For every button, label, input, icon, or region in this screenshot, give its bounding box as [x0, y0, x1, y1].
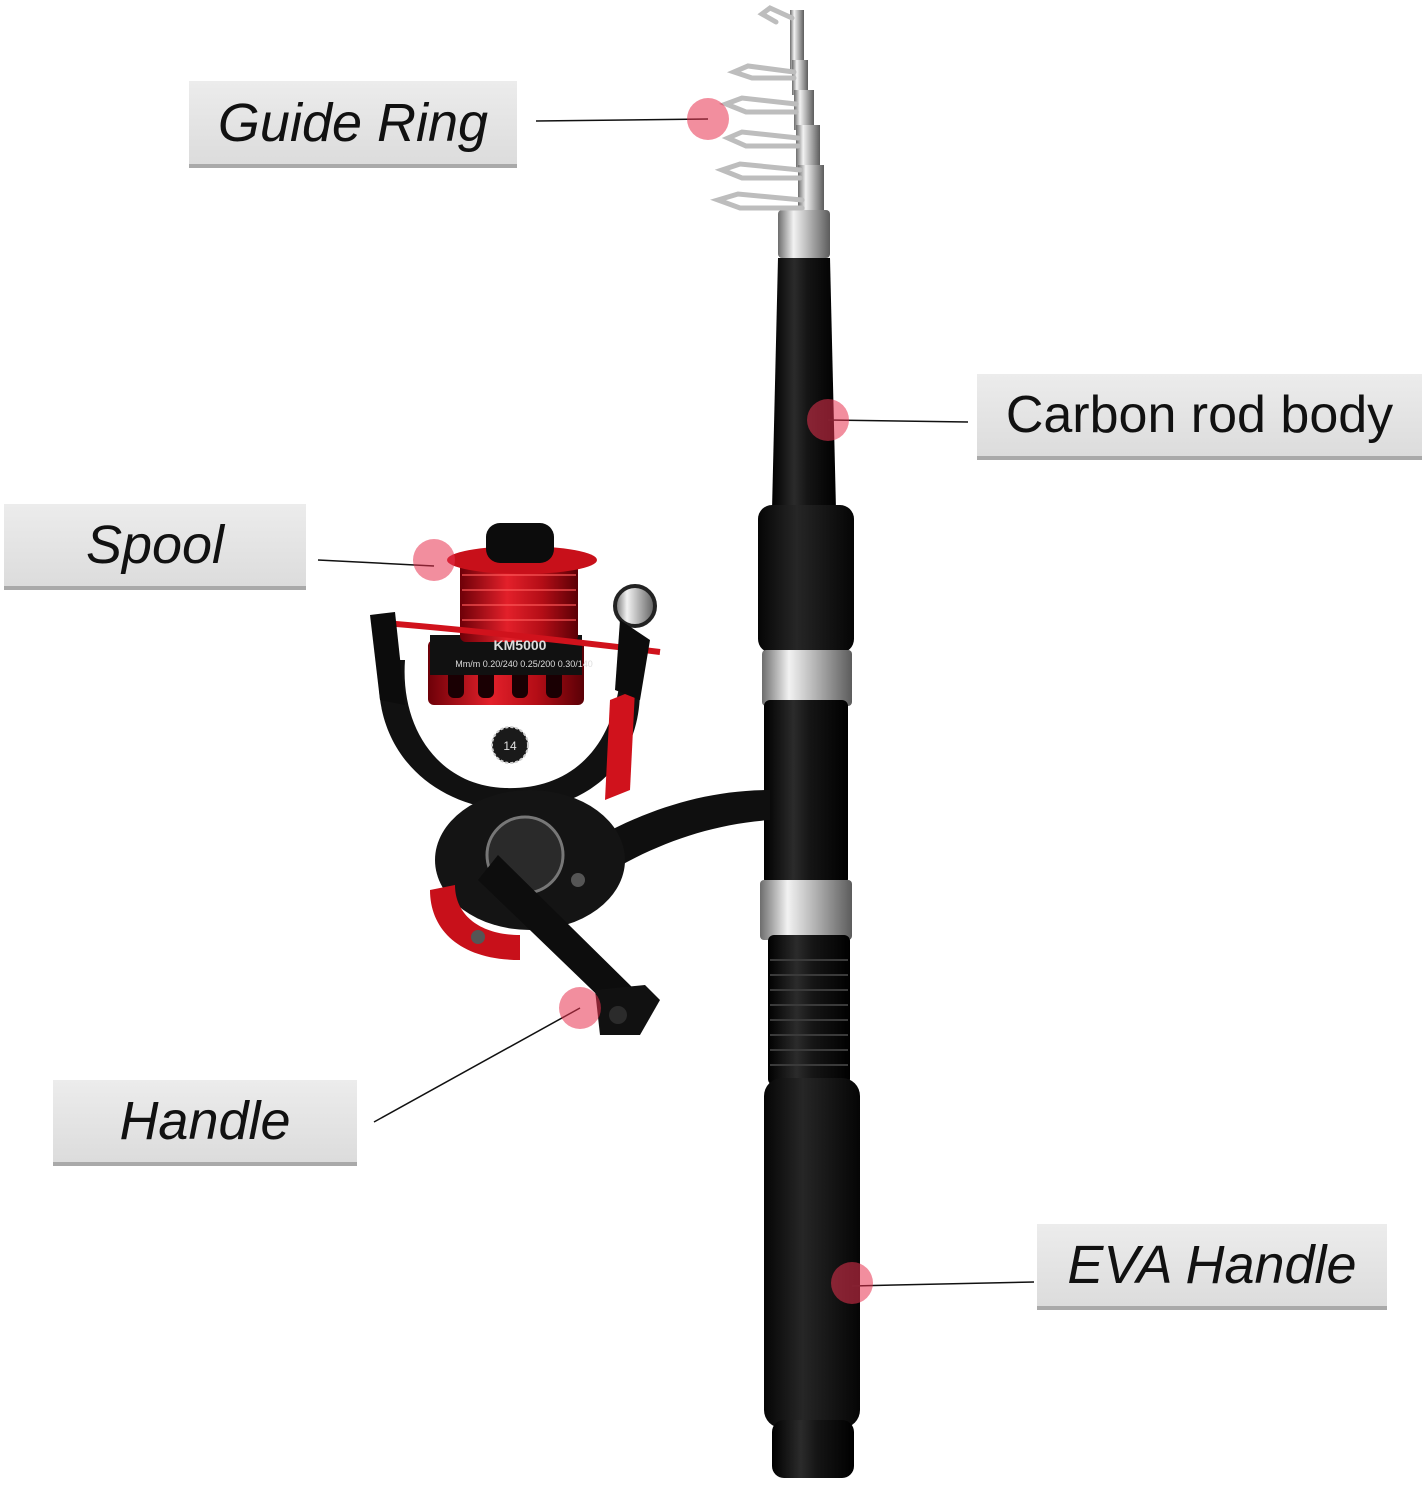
rod-tip-section: [790, 10, 804, 70]
leader-line-guide-ring: [535, 118, 709, 122]
screw: [471, 930, 485, 944]
marker-carbon-rod-body: [807, 399, 849, 441]
carbon-rod-body: [772, 258, 836, 510]
guide-ring: [710, 191, 805, 211]
label-eva-handle: EVA Handle: [1037, 1224, 1387, 1310]
line-roller: [613, 584, 657, 628]
marker-handle: [559, 987, 601, 1029]
chrome-band: [762, 650, 852, 706]
label-spool-text: Spool: [85, 515, 225, 575]
label-spool: Spool: [4, 504, 306, 590]
guide-rings: [710, 5, 805, 211]
rod-tip-section: [794, 90, 814, 130]
screw: [571, 873, 585, 887]
rod-tip-section: [778, 210, 830, 258]
bail-arm-right: [615, 620, 650, 700]
rod-tip-section: [792, 60, 808, 95]
crank-knob: [595, 985, 660, 1035]
drag-knob: [486, 523, 554, 563]
leader-line-eva-handle: [851, 1281, 1035, 1287]
label-guide-ring-text: Guide Ring: [217, 92, 489, 153]
upper-foam-grip: [758, 505, 854, 653]
reel-rotor: [378, 660, 640, 811]
spool-skirt-slots: [448, 670, 562, 698]
markers: [413, 98, 873, 1304]
spool-line-area: [460, 560, 578, 642]
crank-arm: [478, 855, 640, 1015]
guide-ring: [757, 5, 795, 25]
leader-line-handle: [373, 1007, 581, 1123]
spinning-reel: KM5000 Mm/m 0.20/240 0.25/200 0.30/140 1…: [370, 523, 770, 1035]
gear-housing-red-trim: [430, 885, 520, 960]
gear-badge: [491, 726, 529, 764]
crank-knob-cap: [609, 1006, 627, 1024]
reel-model-text: KM5000: [494, 637, 547, 653]
leader-line-carbon-rod-body: [827, 419, 969, 423]
bail-arm-left: [370, 612, 405, 705]
reel-body-accent: [605, 690, 635, 800]
gear-badge-text: 14: [503, 739, 517, 753]
butt-cap: [772, 1420, 854, 1478]
thread-ridges: [770, 959, 848, 1066]
guide-ring: [726, 63, 797, 81]
marker-spool: [413, 539, 455, 581]
guide-ring: [714, 161, 803, 181]
guide-ring: [719, 95, 799, 115]
guide-ring: [721, 129, 801, 149]
threaded-section: [768, 935, 850, 1085]
label-handle: Handle: [53, 1080, 357, 1166]
marker-guide-ring: [687, 98, 729, 140]
reel-line-capacity-text: Mm/m 0.20/240 0.25/200 0.30/140: [455, 659, 593, 669]
reel-seat: [764, 700, 848, 885]
rod: [710, 5, 860, 1478]
label-eva-handle-text: EVA Handle: [1067, 1235, 1357, 1295]
marker-eva-handle: [831, 1262, 873, 1304]
label-handle-text: Handle: [119, 1091, 291, 1151]
label-carbon-rod-body: Carbon rod body: [977, 374, 1422, 460]
chrome-band: [760, 880, 852, 940]
leader-lines: [317, 118, 1035, 1287]
label-carbon-rod-body-text: Carbon rod body: [1005, 386, 1394, 444]
eva-handle-grip: [764, 1078, 860, 1428]
spool-line-windings: [462, 574, 576, 621]
label-guide-ring: Guide Ring: [189, 81, 517, 168]
